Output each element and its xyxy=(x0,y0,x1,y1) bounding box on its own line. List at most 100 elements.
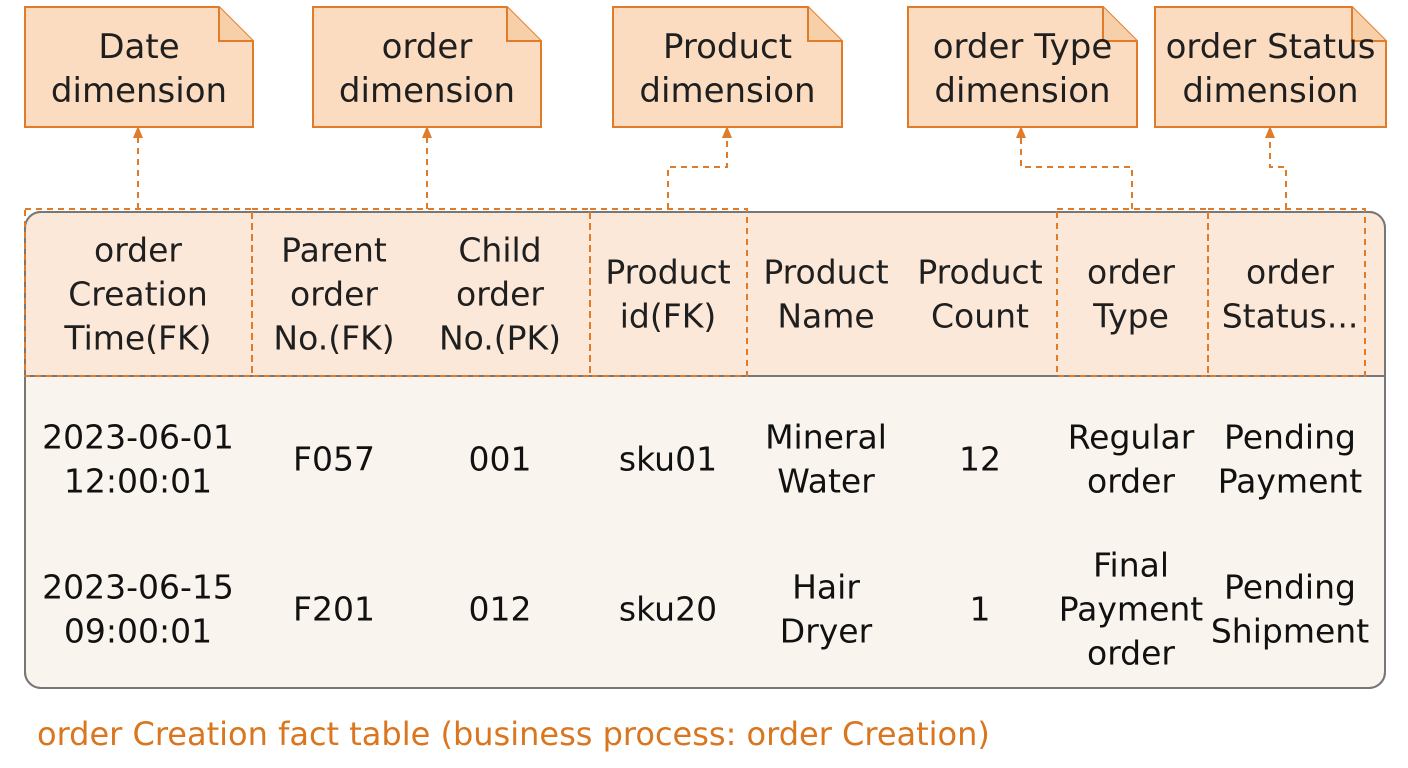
dimension-box-shape xyxy=(312,6,542,128)
cell-value-line: 001 xyxy=(469,440,532,479)
cell-value-line: Payment xyxy=(1218,462,1363,501)
cell-value-line: order xyxy=(1087,634,1175,673)
table-header-background xyxy=(26,213,1384,376)
table-cell: F057 xyxy=(293,440,375,479)
cell-value-line: 2023-06-15 xyxy=(42,568,234,607)
table-cell: 12 xyxy=(959,440,1001,479)
table-border xyxy=(24,211,1386,689)
cell-value-line: Pending xyxy=(1224,568,1356,607)
table-rows: 2023-06-01 12:00:01 F057 001 sku01 MineralWat… xyxy=(42,418,1369,673)
table-cell: 2023-06-15 09:00:01 xyxy=(42,568,234,651)
cell-value-line: Pending xyxy=(1224,418,1356,457)
dimension-box-shape xyxy=(612,6,843,128)
header-label-line: Status... xyxy=(1222,297,1359,336)
header-label-line: order xyxy=(94,231,182,270)
cell-value-line: 12 xyxy=(959,440,1001,479)
header-label-line: Parent xyxy=(281,231,387,270)
header-label-line: Product xyxy=(763,253,888,292)
table-header-cells: orderCreationTime(FK)ParentorderNo.(FK)C… xyxy=(63,231,1358,358)
table-cell: Regular order xyxy=(1068,418,1195,501)
table-cell: F201 xyxy=(293,590,375,629)
header-label-line: Child xyxy=(458,231,541,270)
header-label-line: No.(PK) xyxy=(439,319,561,358)
header-label-line: id(FK) xyxy=(620,297,717,336)
header-label-line: Time(FK) xyxy=(63,319,211,358)
connector-product-dimension xyxy=(667,126,732,209)
cell-value-line: F201 xyxy=(293,590,375,629)
dimension-box-fold xyxy=(1102,7,1137,42)
table-row: 2023-06-01 12:00:01 F057 001 sku01 MineralWat… xyxy=(42,418,1362,501)
cell-value-line: 12:00:01 xyxy=(64,462,212,501)
table-cell: sku20 xyxy=(619,590,717,629)
cell-value-line: order xyxy=(1087,462,1175,501)
dimension-label-line: dimension xyxy=(51,71,227,111)
table-cell: 2023-06-01 12:00:01 xyxy=(42,418,234,501)
dimension-box-shape xyxy=(1154,6,1387,128)
dimension-box-shape xyxy=(907,6,1138,128)
dimension-label-line: order xyxy=(382,27,473,67)
header-label-line: Product xyxy=(917,253,1042,292)
dimension-label-line: dimension xyxy=(339,71,515,111)
header-label-line: Name xyxy=(777,297,874,336)
dimension-label-line: dimension xyxy=(639,71,815,111)
dimension-boxes: DatedimensionorderdimensionProductdimens… xyxy=(24,6,1387,128)
connector-order-type-dimension xyxy=(1016,126,1133,209)
header-label-line: Product xyxy=(605,253,730,292)
connector-order-status-dimension xyxy=(1265,126,1287,209)
cell-value-line: Payment xyxy=(1059,590,1204,629)
dimension-label-line: dimension xyxy=(934,71,1110,111)
table-cell: sku01 xyxy=(619,440,717,479)
table-header-cell: orderStatus... xyxy=(1222,253,1359,336)
header-label-line: order xyxy=(456,275,544,314)
dimension-box-fold xyxy=(1351,7,1386,42)
cell-value-line: Final xyxy=(1093,546,1169,585)
cell-value-line: Regular xyxy=(1068,418,1195,457)
dimension-label-line: dimension xyxy=(1182,71,1358,111)
dimension-label-line: order Type xyxy=(933,27,1113,67)
dimension-box-fold xyxy=(807,7,842,42)
cell-value-line: Shipment xyxy=(1211,612,1369,651)
dimension-label-line: Product xyxy=(663,27,792,67)
dimension-label-line: Date xyxy=(98,27,179,67)
table-cell: 012 xyxy=(469,590,532,629)
table-cell: 1 xyxy=(970,590,991,629)
cell-value-line: F057 xyxy=(293,440,375,479)
dimension-box-fold xyxy=(218,7,253,42)
dimension-connectors xyxy=(133,126,1287,209)
cell-value-line: sku01 xyxy=(619,440,717,479)
dimension-label-line: order Status xyxy=(1166,27,1376,67)
dimension-box-fold xyxy=(506,7,541,42)
header-label-line: Type xyxy=(1092,297,1169,336)
table-cell: 001 xyxy=(469,440,532,479)
cell-value-line: Water xyxy=(777,462,875,501)
header-label-line: order xyxy=(1087,253,1175,292)
cell-value-line: 2023-06-01 xyxy=(42,418,234,457)
cell-value-line: Mineral xyxy=(765,418,887,457)
cell-value-line: sku20 xyxy=(619,590,717,629)
cell-value-line: 012 xyxy=(469,590,532,629)
header-label-line: Count xyxy=(931,297,1029,336)
cell-value-line: 1 xyxy=(970,590,991,629)
header-label-line: order xyxy=(290,275,378,314)
cell-value-line: 09:00:01 xyxy=(64,612,212,651)
header-label-line: No.(FK) xyxy=(273,319,394,358)
table-header-cell: Product id(FK) xyxy=(605,253,730,336)
header-label-line: order xyxy=(1246,253,1334,292)
header-label-line: Creation xyxy=(68,275,208,314)
dimension-box-shape xyxy=(24,6,254,128)
